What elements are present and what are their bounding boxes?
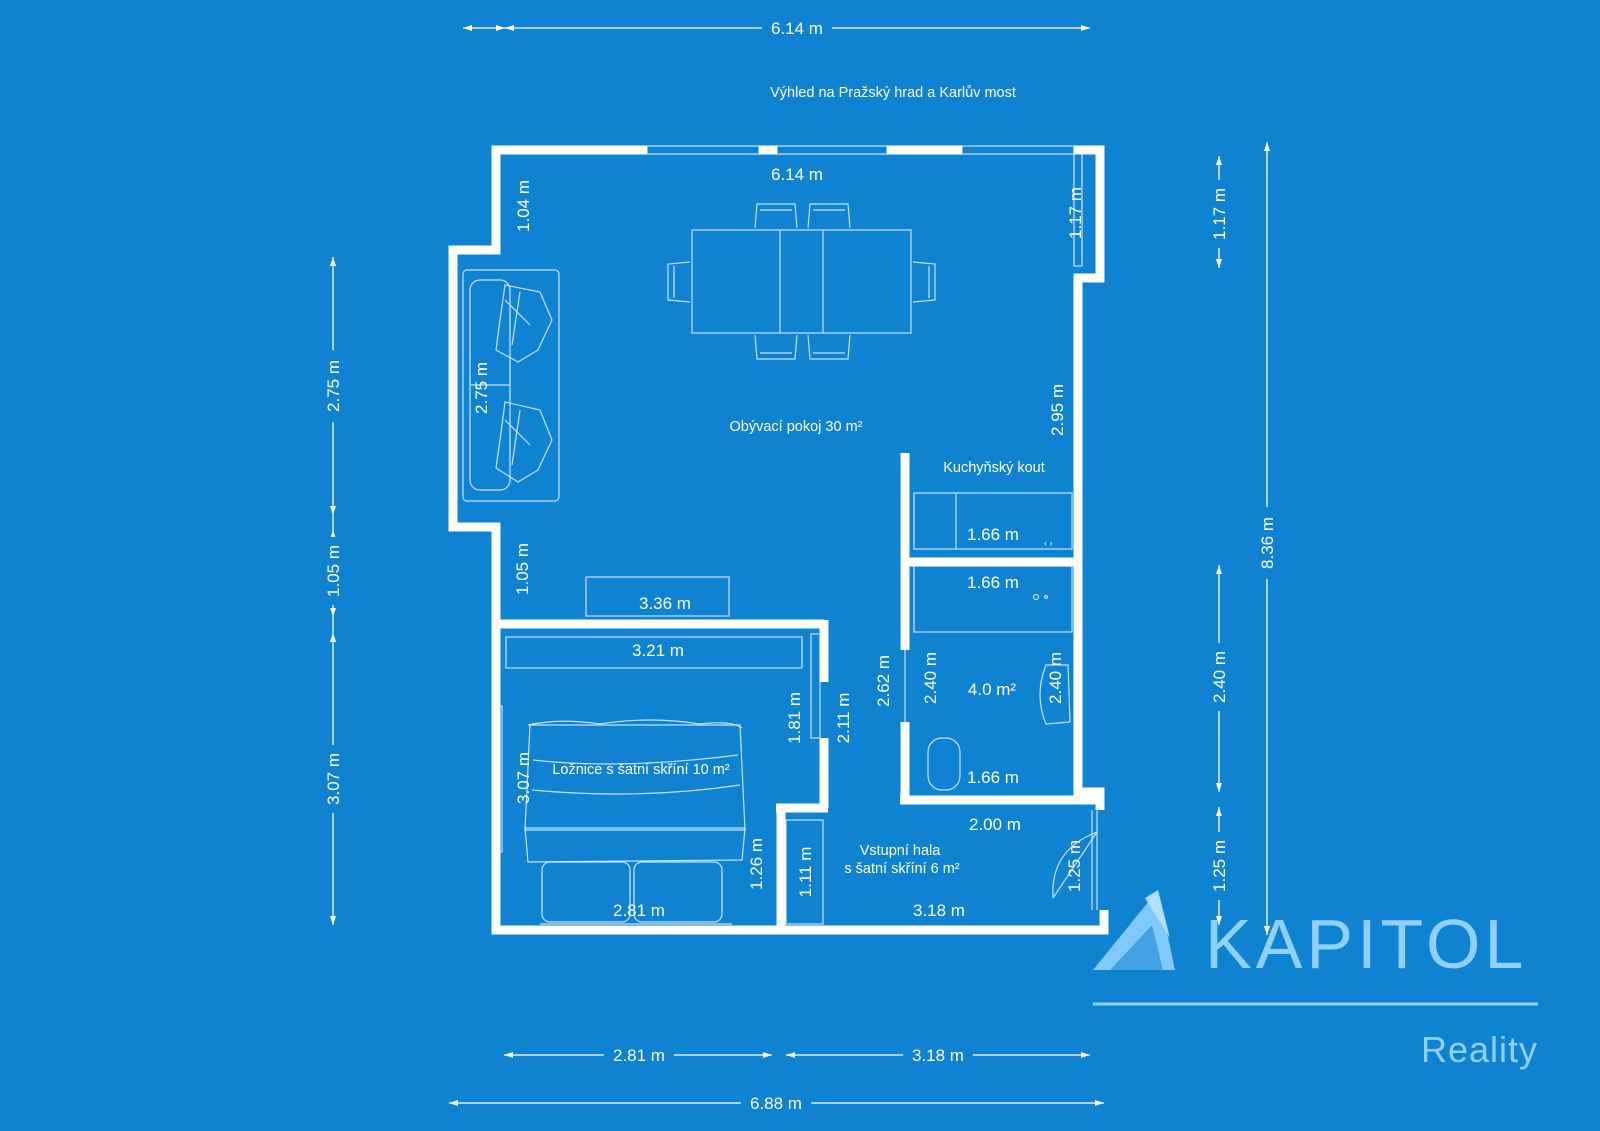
interior-dimensions: 6.14 m 1.04 m 1.17 m 2.75 m 2.95 m 1.05 … <box>472 165 1085 920</box>
dim-bottom-total: 6.88 m <box>750 1094 802 1113</box>
logo-sub: Reality <box>1421 1029 1538 1070</box>
dim-bedroom-top: 3.21 m <box>632 641 684 660</box>
room-bathroom: 4.0 m² <box>968 680 1017 699</box>
dim-hall-top: 2.00 m <box>969 815 1021 834</box>
kitchen-counter-icon: ‹ › <box>913 492 1073 550</box>
dim-living-left-upper: 1.04 m <box>514 180 533 232</box>
dim-top-outer: 6.14 m <box>771 19 823 38</box>
dim-sofa-wall: 2.75 m <box>472 362 491 414</box>
view-note: Výhled na Pražský hrad a Karlův most <box>770 85 1016 101</box>
dim-right-outer-upper: 1.17 m <box>1210 188 1229 240</box>
top-windows <box>646 145 1075 155</box>
dim-bath-left: 2.40 m <box>921 652 940 704</box>
dim-hall-left: 1.11 m <box>796 847 815 898</box>
dim-bedroom-right: 1.81 m <box>785 692 804 744</box>
outer-dimensions: 6.14 m 2.75 m 1.05 m 3.07 m 1.17 m 2.40 … <box>323 18 1277 1113</box>
dim-tv-unit: 3.36 m <box>639 594 691 613</box>
room-kitchen: Kuchyňský kout <box>943 460 1045 476</box>
bed-icon <box>524 719 746 925</box>
dim-right-outer-total: 8.36 m <box>1258 517 1277 569</box>
dim-wardrobe-depth: 1.26 m <box>747 838 766 890</box>
dim-living-left-lower: 1.05 m <box>513 543 532 595</box>
dim-bedroom-left: 3.07 m <box>514 752 533 804</box>
tv-unit-icon <box>585 576 730 617</box>
dim-living-right: 2.95 m <box>1048 384 1067 436</box>
dim-hall-corridor: 2.62 m <box>874 655 893 707</box>
dim-left-outer-middle: 1.05 m <box>324 545 343 597</box>
dim-left-outer-lower: 3.07 m <box>324 753 343 805</box>
dim-top-inner: 6.14 m <box>771 165 823 184</box>
room-living: Obývací pokoj 30 m² <box>730 419 863 435</box>
dim-living-right-upper: 1.17 m <box>1066 187 1085 239</box>
furniture: ‹ › <box>462 145 1098 925</box>
dim-bottom-right: 3.18 m <box>912 1046 964 1065</box>
room-labels: Obývací pokoj 30 m² Kuchyňský kout 4.0 m… <box>552 419 1044 877</box>
entrance-door-icon <box>1052 810 1098 910</box>
dim-kitchen-counter: 1.66 m <box>967 525 1019 544</box>
dim-right-outer-middle: 2.40 m <box>1210 651 1229 703</box>
room-bedroom: Ložnice s šatní skříní 10 m² <box>552 762 729 778</box>
room-hall-line1: Vstupní hala <box>860 843 942 859</box>
dim-right-outer-lower: 1.25 m <box>1210 840 1229 892</box>
dim-hall-right: 1.25 m <box>1065 840 1084 892</box>
walls <box>448 145 1109 935</box>
wardrobe-icon <box>505 636 803 669</box>
kapitol-mountain-icon <box>1093 890 1175 970</box>
dim-bedroom-bottom: 2.81 m <box>613 901 665 920</box>
dim-corridor-height: 2.11 m <box>834 693 853 744</box>
kapitol-logo: KAPITOL Reality <box>1093 890 1538 1070</box>
dim-hall-bottom: 3.18 m <box>913 901 965 920</box>
svg-text:‹ ›: ‹ › <box>1044 538 1053 548</box>
dim-bottom-left: 2.81 m <box>613 1046 665 1065</box>
dim-left-outer-upper: 2.75 m <box>324 360 343 412</box>
sofa-icon <box>462 269 560 502</box>
room-hall-line2: s šatní skříní 6 m² <box>844 861 959 877</box>
dim-bath-right: 2.40 m <box>1046 652 1065 704</box>
dim-bath-bottom: 1.66 m <box>967 768 1019 787</box>
dining-table-icon <box>667 203 936 360</box>
dim-bath-top: 1.66 m <box>967 573 1019 592</box>
logo-word: KAPITOL <box>1205 905 1527 983</box>
